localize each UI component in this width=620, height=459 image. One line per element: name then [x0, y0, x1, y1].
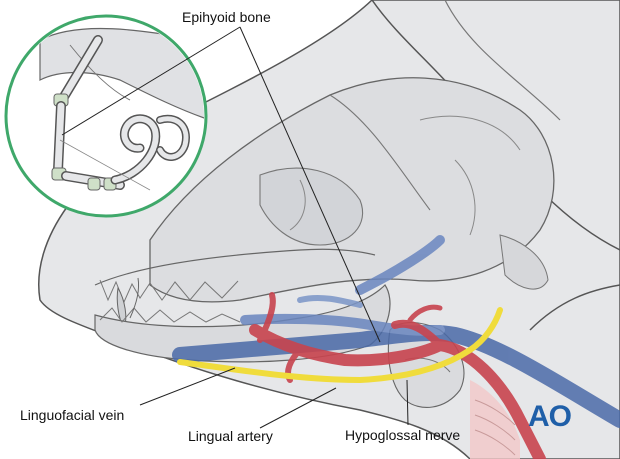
lingual-artery: [249, 292, 546, 459]
label-hypoglossal-nerve: Hypoglossal nerve: [345, 427, 461, 443]
label-epihyoid-bone: Epihyoid bone: [182, 9, 271, 25]
label-lingual-artery: Lingual artery: [188, 428, 273, 444]
ao-logo: AO: [528, 400, 572, 433]
label-linguofacial-vein: Linguofacial vein: [20, 407, 125, 423]
skull: [149, 77, 555, 303]
trachea: [470, 380, 520, 459]
hypoglossal-nerve: [177, 307, 503, 384]
leader-lines: [61, 26, 409, 429]
inset-magnification: [4, 14, 208, 218]
upper-jaw: [94, 248, 376, 330]
